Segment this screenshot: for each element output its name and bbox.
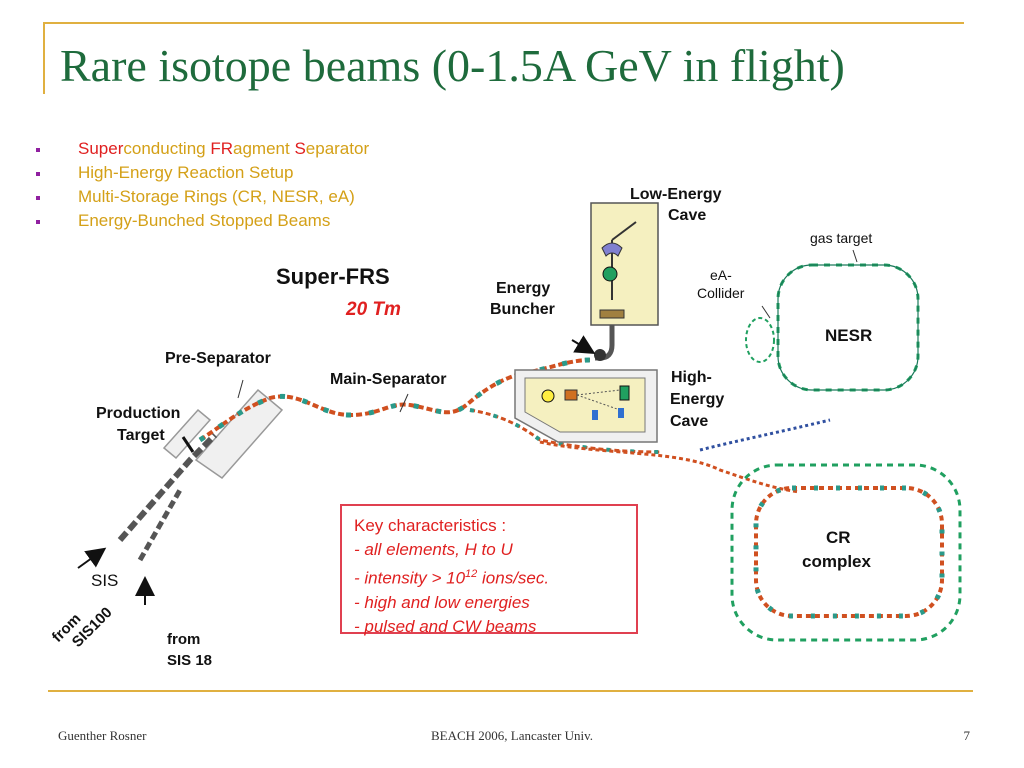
- from-sis18-label: SIS 18: [167, 652, 212, 669]
- reaction-target: [541, 389, 555, 403]
- low-energy-magnet: [601, 242, 623, 257]
- reaction-detector: [618, 408, 624, 418]
- bullet-text-part: FR: [210, 139, 233, 158]
- main-separator-pointer: [399, 393, 409, 413]
- energy-buncher-element: [594, 349, 606, 361]
- energy-buncher-label: Buncher: [490, 301, 555, 318]
- high-energy-cave-label: High-: [671, 369, 712, 386]
- pre-separator-label: Pre-Separator: [165, 350, 271, 367]
- intensity-exponent: 12: [465, 568, 478, 580]
- bullet-text-part: Super: [78, 139, 124, 158]
- key-characteristics-heading: Key characteristics :: [354, 516, 507, 535]
- pre-separator-shielding-block: [162, 408, 212, 460]
- bullet-square-icon: [36, 172, 40, 176]
- from-sis18-label: from: [167, 631, 200, 648]
- cr-label: CR: [826, 528, 851, 547]
- energy-buncher-label: Energy: [496, 280, 550, 297]
- low-energy-cave: [590, 202, 659, 326]
- production-target-label: Production: [96, 405, 180, 422]
- high-energy-cave-label: Energy: [670, 391, 724, 408]
- slide-title: Rare isotope beams (0-1.5A GeV in flight…: [60, 40, 845, 91]
- ea-collider-label: eA-: [710, 267, 732, 283]
- bullet-text-part: eparator: [305, 139, 370, 158]
- bullet-text-part: S: [294, 139, 306, 158]
- bullet-square-icon: [36, 220, 40, 224]
- reaction-track: [576, 389, 621, 396]
- sis100-injection-arrow: [77, 547, 107, 569]
- rigidity-label: 20 Tm: [345, 299, 401, 320]
- bullet-square-icon: [36, 196, 40, 200]
- high-energy-branch-magnets: [469, 408, 661, 454]
- high-energy-cave: [524, 377, 646, 433]
- ea-collider-pointer: [761, 305, 771, 319]
- transfer-line-to-nesr: [699, 418, 831, 452]
- bullet-list: Superconducting FRagment Separator High-…: [36, 137, 369, 233]
- cr-ring-magnets: [753, 485, 945, 619]
- title-frame-top-rule: [43, 22, 964, 24]
- bullet-text-part: conducting: [123, 139, 211, 158]
- reaction-detector: [592, 410, 598, 420]
- sis-injection-beamline: [137, 488, 183, 562]
- ea-collider-label: Collider: [697, 285, 745, 301]
- reaction-track: [576, 394, 621, 411]
- pre-separator-pointer: [237, 379, 244, 399]
- title-frame-left-rule: [43, 22, 45, 94]
- key-characteristic-item: - pulsed and CW beams: [354, 616, 537, 636]
- bullet-item: Multi-Storage Rings (CR, NESR, eA): [36, 185, 369, 209]
- footer-event: BEACH 2006, Lancaster Univ.: [431, 728, 593, 743]
- bullet-item: Energy-Bunched Stopped Beams: [36, 209, 369, 233]
- sis-injection-beamline: [117, 432, 218, 542]
- bullet-item: Superconducting FRagment Separator: [36, 137, 369, 161]
- key-characteristic-item: - all elements, H to U: [354, 540, 513, 559]
- bullet-square-icon: [36, 148, 40, 152]
- ea-collider-ring: [745, 317, 775, 363]
- bullet-text-part: agment: [233, 139, 295, 158]
- intensity-text: - intensity > 10: [354, 568, 466, 588]
- key-characteristic-item: - intensity > 1012 ions/sec.: [354, 562, 624, 591]
- key-characteristic-item: - high and low energies: [354, 592, 530, 612]
- production-target-label: Target: [117, 427, 165, 444]
- footer-author: Guenther Rosner: [58, 728, 147, 743]
- cr-label: complex: [802, 552, 872, 571]
- key-characteristics-box: Key characteristics : - all elements, H …: [340, 504, 638, 636]
- footer-rule: [48, 690, 973, 692]
- cr-complex-outer-ring: [730, 463, 962, 642]
- nesr-label: NESR: [825, 326, 872, 345]
- high-energy-cave-label: Cave: [670, 413, 708, 430]
- super-frs-label: Super-FRS: [276, 264, 390, 289]
- gas-target-label: gas target: [810, 230, 872, 246]
- gas-target-pointer: [852, 249, 858, 263]
- intensity-unit: ions/sec.: [477, 568, 550, 588]
- transfer-line-to-cr: [539, 440, 801, 494]
- bullet-item: High-Energy Reaction Setup: [36, 161, 369, 185]
- nesr-ring-outline: [777, 264, 919, 391]
- low-energy-cave-label: Cave: [668, 207, 706, 224]
- bullet-text: High-Energy Reaction Setup: [78, 163, 294, 182]
- low-energy-detector: [602, 266, 618, 282]
- reaction-magnet: [564, 389, 578, 401]
- low-energy-cave-label: Low-Energy: [630, 186, 722, 203]
- low-energy-stage: [599, 309, 625, 319]
- production-target-marker: [181, 436, 195, 453]
- energy-buncher-arrow: [571, 335, 596, 355]
- sis-label: SIS: [91, 571, 118, 590]
- bullet-text: Energy-Bunched Stopped Beams: [78, 211, 331, 230]
- reaction-detector: [619, 385, 630, 401]
- bullet-text: Multi-Storage Rings (CR, NESR, eA): [78, 187, 355, 206]
- low-energy-beamline: [611, 221, 637, 241]
- main-separator-label: Main-Separator: [330, 371, 446, 388]
- footer-page-number: 7: [963, 728, 971, 743]
